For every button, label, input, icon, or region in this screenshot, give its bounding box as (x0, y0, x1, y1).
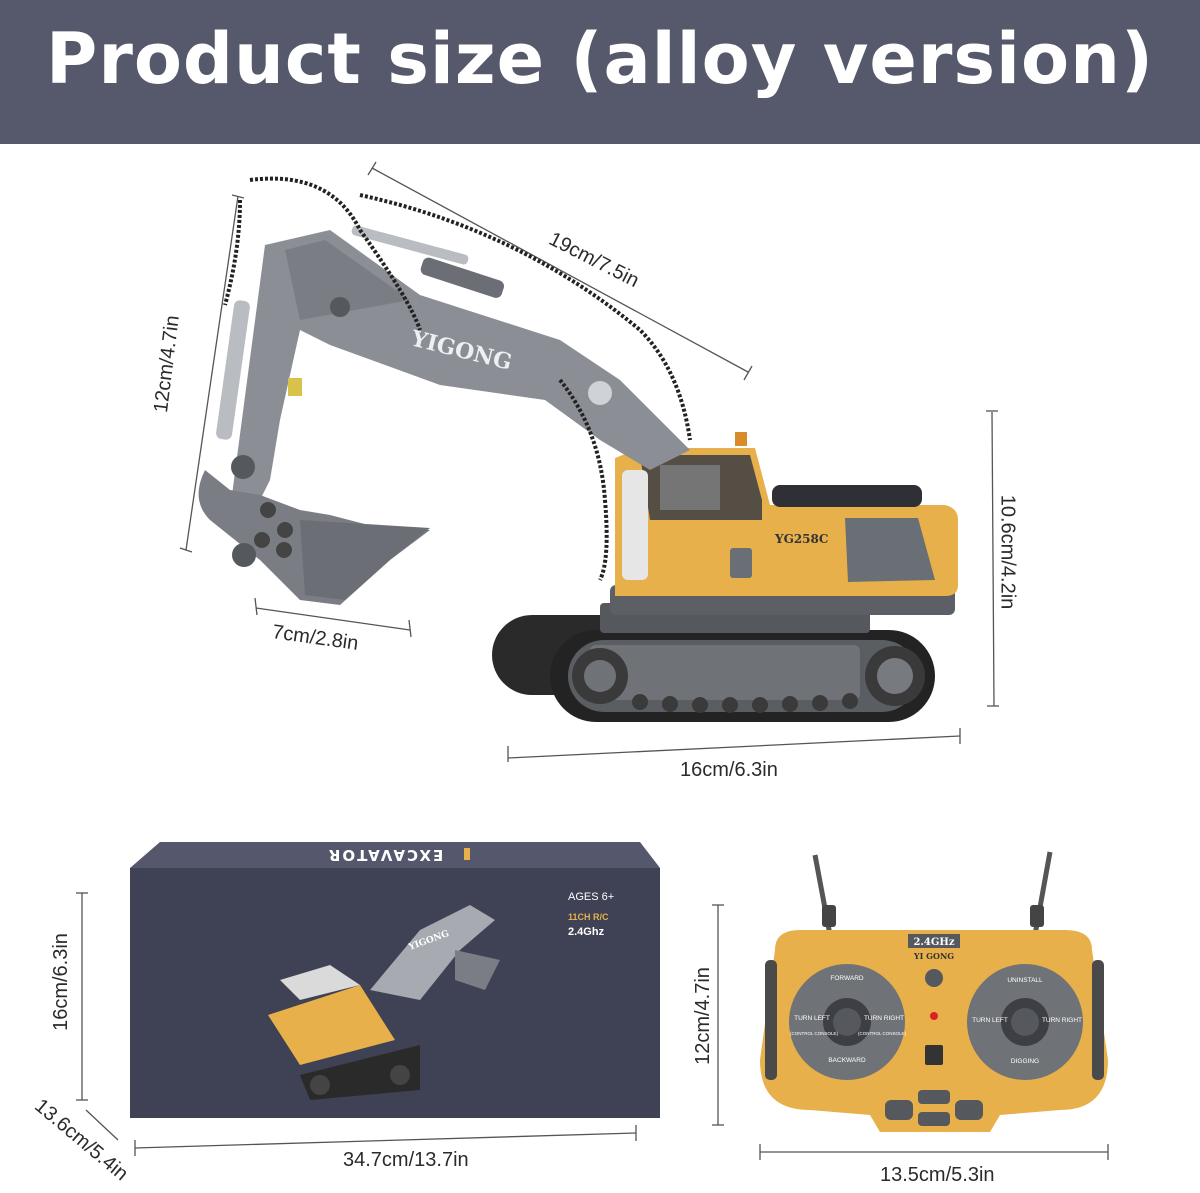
remote-forward-label: FORWARD (830, 975, 864, 982)
remote-uninstall-label: UNINSTALL (1007, 977, 1043, 984)
product-box-illustration: EXCAVATOR AGES 6+ 11CH R/C 2.4Ghz YIGONG (76, 842, 660, 1156)
remote-brand: YI GONG (913, 951, 954, 961)
remote-turn-right-label: TURN RIGHT (864, 1015, 904, 1022)
excavator-dimension-lines (179, 161, 999, 762)
remote-frequency: 2.4GHz (913, 937, 954, 948)
remote-console-right-label: (CONTROL CONSOLE) (858, 1031, 907, 1036)
box-ages: AGES 6+ (568, 891, 614, 903)
remote-height-label: 12cm/4.7in (691, 967, 714, 1065)
box-dimension-lines (76, 892, 637, 1156)
excavator-model-label: YG258C (774, 532, 828, 546)
excavator-tracks (492, 603, 935, 722)
remote-turn-left-label: TURN LEFT (794, 1015, 830, 1022)
box-frequency: 2.4Ghz (568, 926, 605, 938)
excavator-track-length-label: 16cm/6.3in (680, 759, 778, 781)
excavator-body-height-label: 10.6cm/4.2in (996, 494, 1019, 610)
excavator-illustration: YG258C YIGONG (179, 161, 999, 762)
excavator-body: YG258C (610, 432, 958, 615)
remote-backward-label: BACKWARD (828, 1057, 866, 1064)
box-title: EXCAVATOR (327, 846, 443, 864)
box-channels: 11CH R/C (568, 912, 609, 922)
remote-dimension-lines (712, 904, 1109, 1160)
excavator-bucket (198, 470, 430, 605)
remote-width-label: 13.5cm/5.3in (880, 1164, 995, 1186)
remote-digging-label: DIGGING (1011, 1058, 1039, 1065)
remote-illustration: 2.4GHz YI GONG FORWARD BACKWARD TURN LEF… (712, 851, 1109, 1160)
remote-console-left-label: (CONTROL CONSOLE) (790, 1031, 839, 1036)
box-height-label: 16cm/6.3in (49, 933, 72, 1031)
box-excavator-image: YIGONG (268, 905, 500, 1100)
header-banner: Product size (alloy version) (0, 0, 1200, 144)
excavator-boom: YIGONG (216, 176, 692, 581)
page-title: Product size (alloy version) (46, 18, 1154, 100)
box-width-label: 34.7cm/13.7in (343, 1149, 469, 1171)
remote-turn-left-2-label: TURN LEFT (972, 1017, 1008, 1024)
remote-turn-right-2-label: TURN RIGHT (1042, 1017, 1082, 1024)
